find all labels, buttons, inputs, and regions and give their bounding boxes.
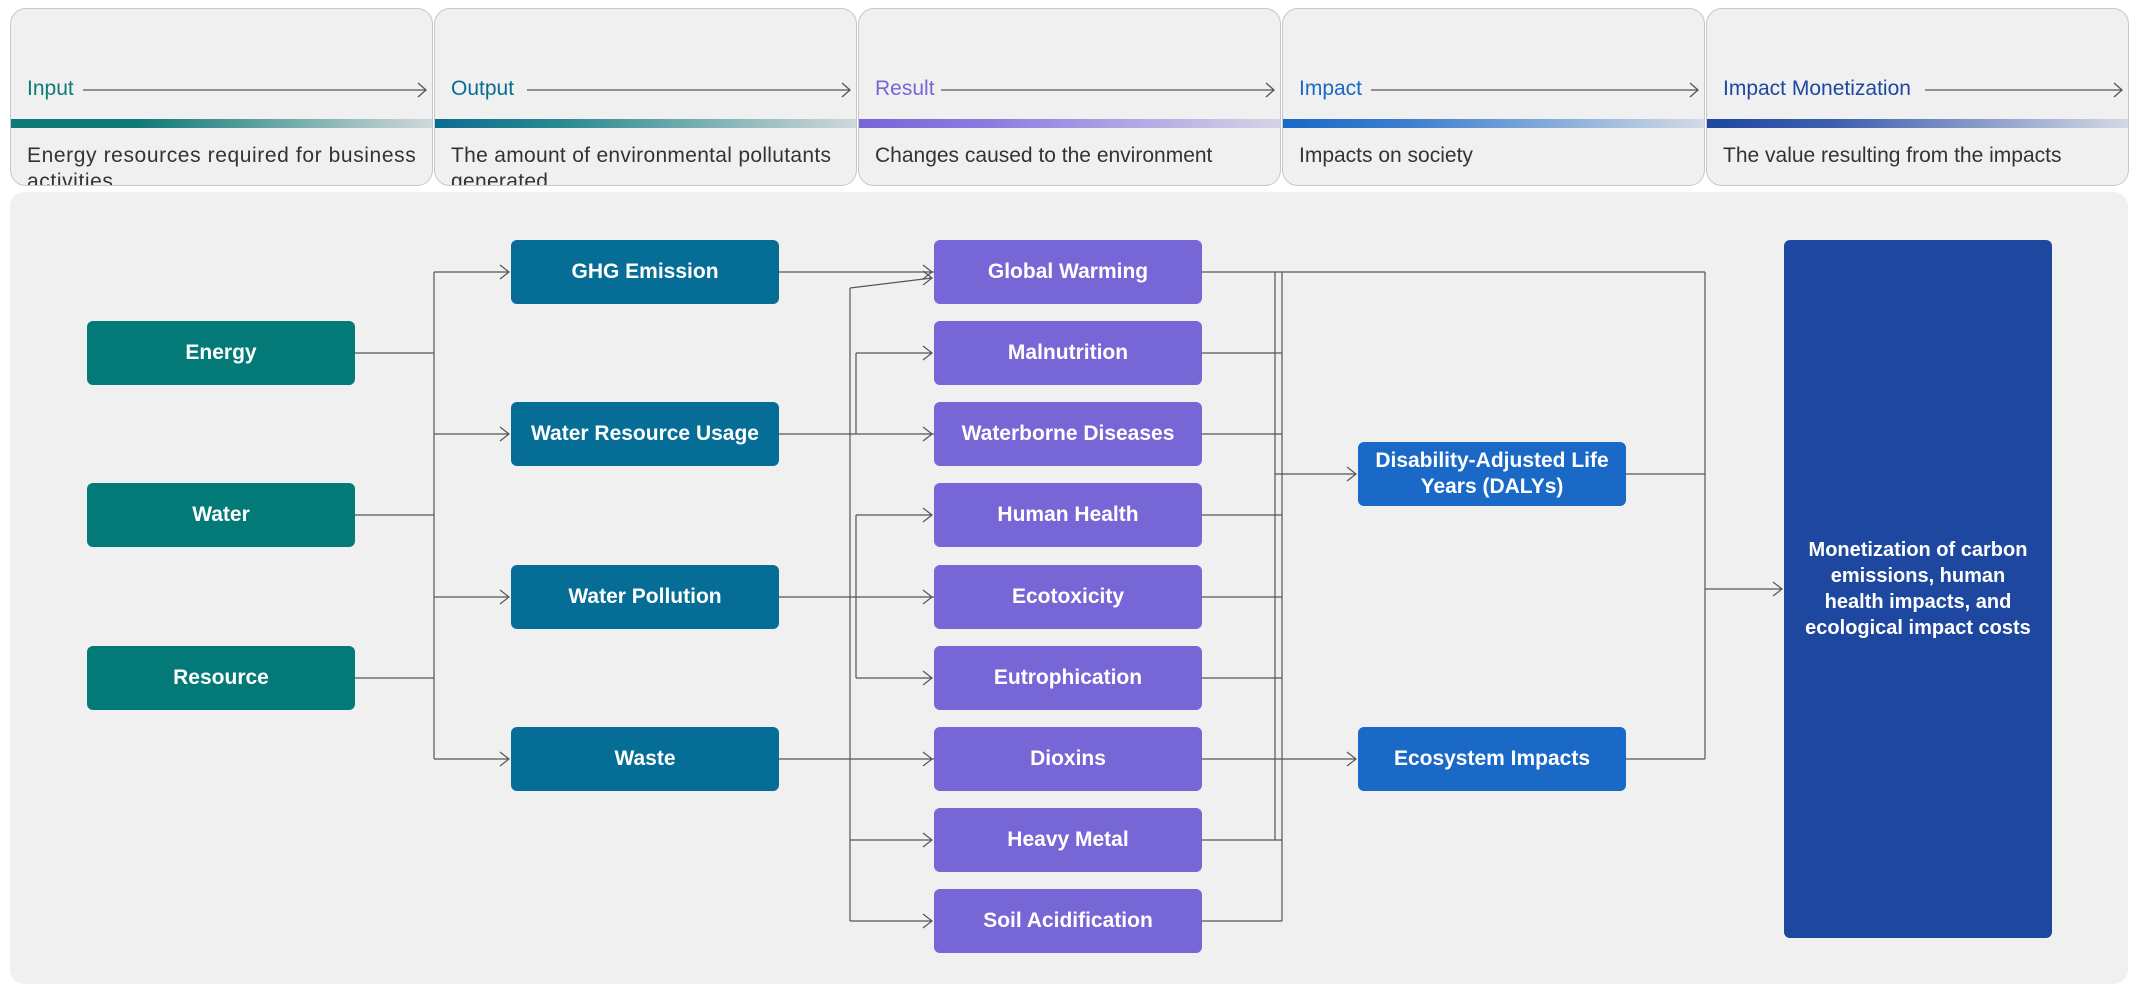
stage-title-monetization: Impact Monetization <box>1723 77 1911 100</box>
result-node-malnutrition[interactable]: Malnutrition <box>934 321 1202 385</box>
stage-desc-impact: Impacts on society <box>1299 144 1473 167</box>
result-node-human-health[interactable]: Human Health <box>934 483 1202 547</box>
arrowhead <box>922 264 933 280</box>
stage-desc-monetization: The value resulting from the impacts <box>1723 144 2062 167</box>
output-node-water-pollution[interactable]: Water Pollution <box>511 565 779 629</box>
stage-arrow-impact <box>1371 82 1699 98</box>
stage-title-result: Result <box>875 77 935 100</box>
stage-card-impact: Impact Impacts on society <box>1282 8 1705 186</box>
impact-node-ecosystem[interactable]: Ecosystem Impacts <box>1358 727 1626 791</box>
stage-arrow-output <box>527 82 851 98</box>
stage-desc-input: Energy resources required for business a… <box>27 144 417 186</box>
arrowhead <box>499 264 510 280</box>
arrowhead <box>499 589 510 605</box>
arrowhead <box>1346 751 1357 767</box>
arrowhead <box>922 507 933 523</box>
flow-canvas: Energy Water Resource GHG Emission Water… <box>10 192 2128 984</box>
result-node-global-warming[interactable]: Global Warming <box>934 240 1202 304</box>
stage-title-input: Input <box>27 77 74 100</box>
stage-arrow-input <box>83 82 427 98</box>
stage-title-impact: Impact <box>1299 77 1363 100</box>
arrowhead <box>922 751 933 767</box>
arrowhead <box>1772 581 1783 597</box>
stage-bar-output <box>435 119 856 128</box>
monetization-node[interactable]: Monetization of carbon emissions, human … <box>1784 240 2052 938</box>
arrowhead <box>922 832 933 848</box>
arrowhead <box>922 670 933 686</box>
result-node-waterborne-diseases[interactable]: Waterborne Diseases <box>934 402 1202 466</box>
arrowhead <box>499 426 510 442</box>
input-node-resource[interactable]: Resource <box>87 646 355 710</box>
stage-arrow-result <box>941 82 1275 98</box>
stage-bar-input <box>11 119 432 128</box>
stage-card-result: Result Changes caused to the environment <box>858 8 1281 186</box>
arrowhead <box>1346 466 1357 482</box>
arrowhead <box>499 751 510 767</box>
output-node-water-resource-usage[interactable]: Water Resource Usage <box>511 402 779 466</box>
result-node-soil-acidification[interactable]: Soil Acidification <box>934 889 1202 953</box>
input-node-water[interactable]: Water <box>87 483 355 547</box>
stage-card-output: Output The amount of environmental pollu… <box>434 8 857 186</box>
stage-title-output: Output <box>451 77 515 100</box>
result-node-dioxins[interactable]: Dioxins <box>934 727 1202 791</box>
stage-arrow-monetization <box>1925 82 2123 98</box>
stage-card-input: Input Energy resources required for busi… <box>10 8 433 186</box>
arrowhead <box>922 913 933 929</box>
arrowhead <box>922 426 933 442</box>
arrowhead <box>922 589 933 605</box>
arrowhead <box>922 345 933 361</box>
stage-card-monetization: Impact Monetization The value resulting … <box>1706 8 2129 186</box>
impact-node-dalys[interactable]: Disability-Adjusted Life Years (DALYs) <box>1358 442 1626 506</box>
stage-desc-result: Changes caused to the environment <box>875 144 1213 167</box>
result-node-eutrophication[interactable]: Eutrophication <box>934 646 1202 710</box>
connector-line <box>849 277 933 289</box>
stage-bar-impact <box>1283 119 1704 128</box>
input-node-energy[interactable]: Energy <box>87 321 355 385</box>
result-node-ecotoxicity[interactable]: Ecotoxicity <box>934 565 1202 629</box>
stage-bar-result <box>859 119 1280 128</box>
output-node-waste[interactable]: Waste <box>511 727 779 791</box>
result-node-heavy-metal[interactable]: Heavy Metal <box>934 808 1202 872</box>
stage-bar-monetization <box>1707 119 2128 128</box>
stage-desc-output: The amount of environmental pollutants g… <box>451 144 832 186</box>
arrowhead <box>922 270 933 286</box>
output-node-ghg-emission[interactable]: GHG Emission <box>511 240 779 304</box>
connector-lines <box>355 264 1783 929</box>
